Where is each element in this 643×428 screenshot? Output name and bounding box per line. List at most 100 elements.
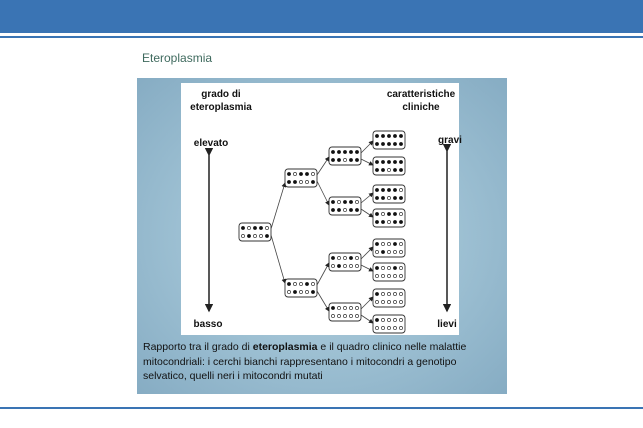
cell-l3-4-dot	[375, 220, 379, 224]
cell-l3-6-dot	[393, 266, 397, 270]
branch-arrow	[316, 156, 330, 176]
cell-l1-low-dot	[299, 290, 303, 294]
branch-arrow	[360, 264, 374, 272]
branch-arrow	[316, 180, 330, 206]
cell-l2-1-dot	[343, 158, 347, 162]
cell-l3-5	[372, 238, 406, 258]
cell-l2-3-dot	[331, 264, 335, 268]
cell-l2-4-dot	[355, 314, 359, 318]
cell-l1-high-dot	[311, 180, 315, 184]
cell-l2-2-dot	[343, 200, 347, 204]
cell-root-dot	[259, 226, 263, 230]
cell-l1-high-dot	[287, 180, 291, 184]
cell-root-dot	[241, 226, 245, 230]
cell-l3-1-dot	[375, 134, 379, 138]
cell-l3-1-dot	[393, 142, 397, 146]
cell-l3-4-dot	[381, 212, 385, 216]
cell-root	[238, 222, 272, 242]
cell-l3-2-dot	[387, 168, 391, 172]
cell-l2-3	[328, 252, 362, 272]
cell-l1-low-dot	[293, 290, 297, 294]
cell-l1-low-dot	[305, 282, 309, 286]
cell-l2-1-dot	[337, 158, 341, 162]
cell-l3-8-dot	[375, 318, 379, 322]
cell-root-dot	[265, 234, 269, 238]
cell-l3-2-dot	[399, 160, 403, 164]
cell-l2-3-dot	[343, 256, 347, 260]
cell-l3-6-dot	[387, 266, 391, 270]
cell-l3-3-dot	[399, 196, 403, 200]
cell-l3-4-dot	[387, 212, 391, 216]
cell-l3-3-dot	[375, 196, 379, 200]
cell-l2-4-dot	[355, 306, 359, 310]
branch-arrow	[360, 296, 374, 310]
cell-l1-high-dot	[305, 172, 309, 176]
cell-l2-4-dot	[343, 306, 347, 310]
cell-l3-5-dot	[381, 250, 385, 254]
cell-l2-4-dot	[337, 314, 341, 318]
cell-l3-2-dot	[387, 160, 391, 164]
cell-l2-3-dot	[331, 256, 335, 260]
cell-l1-low-dot	[287, 290, 291, 294]
cell-l3-1-dot	[399, 134, 403, 138]
cell-l3-7-dot	[387, 300, 391, 304]
cell-l3-7-dot	[375, 300, 379, 304]
cell-l3-7-dot	[393, 300, 397, 304]
cell-l3-2-dot	[381, 168, 385, 172]
cell-l3-3-dot	[393, 196, 397, 200]
cell-l3-5-dot	[387, 242, 391, 246]
cell-l3-2-dot	[393, 168, 397, 172]
cell-l3-3-dot	[387, 188, 391, 192]
cell-l2-1	[328, 146, 362, 166]
cell-l3-7	[372, 288, 406, 308]
cell-l3-1-dot	[381, 142, 385, 146]
cell-l3-4-dot	[399, 220, 403, 224]
cell-l3-1-dot	[375, 142, 379, 146]
cell-l3-2-dot	[381, 160, 385, 164]
cell-l1-high-dot	[305, 180, 309, 184]
cell-l3-5-dot	[375, 242, 379, 246]
cell-l2-3-dot	[355, 256, 359, 260]
cell-l3-8-dot	[387, 326, 391, 330]
cell-l3-7-dot	[381, 292, 385, 296]
cell-l2-1-dot	[355, 150, 359, 154]
cell-l3-4-dot	[387, 220, 391, 224]
cell-l2-4-dot	[331, 306, 335, 310]
cell-l2-1-dot	[343, 150, 347, 154]
cell-l2-2-dot	[349, 200, 353, 204]
header-divider	[0, 36, 643, 38]
cell-l3-6-dot	[375, 266, 379, 270]
cell-l1-high-dot	[293, 172, 297, 176]
heteroplasmy-figure	[181, 83, 459, 335]
cell-l3-4	[372, 208, 406, 228]
cell-l3-5-dot	[387, 250, 391, 254]
cell-l2-2-dot	[337, 200, 341, 204]
cell-root-dot	[247, 234, 251, 238]
cell-l3-1-dot	[399, 142, 403, 146]
cell-l3-5-dot	[375, 250, 379, 254]
cell-l3-3-dot	[387, 196, 391, 200]
cell-l3-7-dot	[387, 292, 391, 296]
caption-part1: Rapporto tra il grado di	[143, 341, 253, 353]
cell-l2-4	[328, 302, 362, 322]
cell-l3-6-dot	[381, 266, 385, 270]
cell-l3-4-dot	[399, 212, 403, 216]
cell-root-dot	[253, 226, 257, 230]
cell-l3-7-dot	[375, 292, 379, 296]
branch-arrow	[360, 246, 374, 260]
cell-l3-7-dot	[399, 300, 403, 304]
cell-l3-8-dot	[393, 318, 397, 322]
cell-l3-6-dot	[399, 266, 403, 270]
cell-root-dot	[253, 234, 257, 238]
cell-l2-3-dot	[349, 264, 353, 268]
cell-l2-3-dot	[337, 264, 341, 268]
cell-l2-4-dot	[343, 314, 347, 318]
cell-l3-4-dot	[381, 220, 385, 224]
cell-l2-4-dot	[331, 314, 335, 318]
cell-l3-7-dot	[399, 292, 403, 296]
cell-root-dot	[265, 226, 269, 230]
cell-l3-1-dot	[387, 134, 391, 138]
cell-l3-8-dot	[399, 318, 403, 322]
cell-l3-5-dot	[393, 250, 397, 254]
cell-l3-1	[372, 130, 406, 150]
